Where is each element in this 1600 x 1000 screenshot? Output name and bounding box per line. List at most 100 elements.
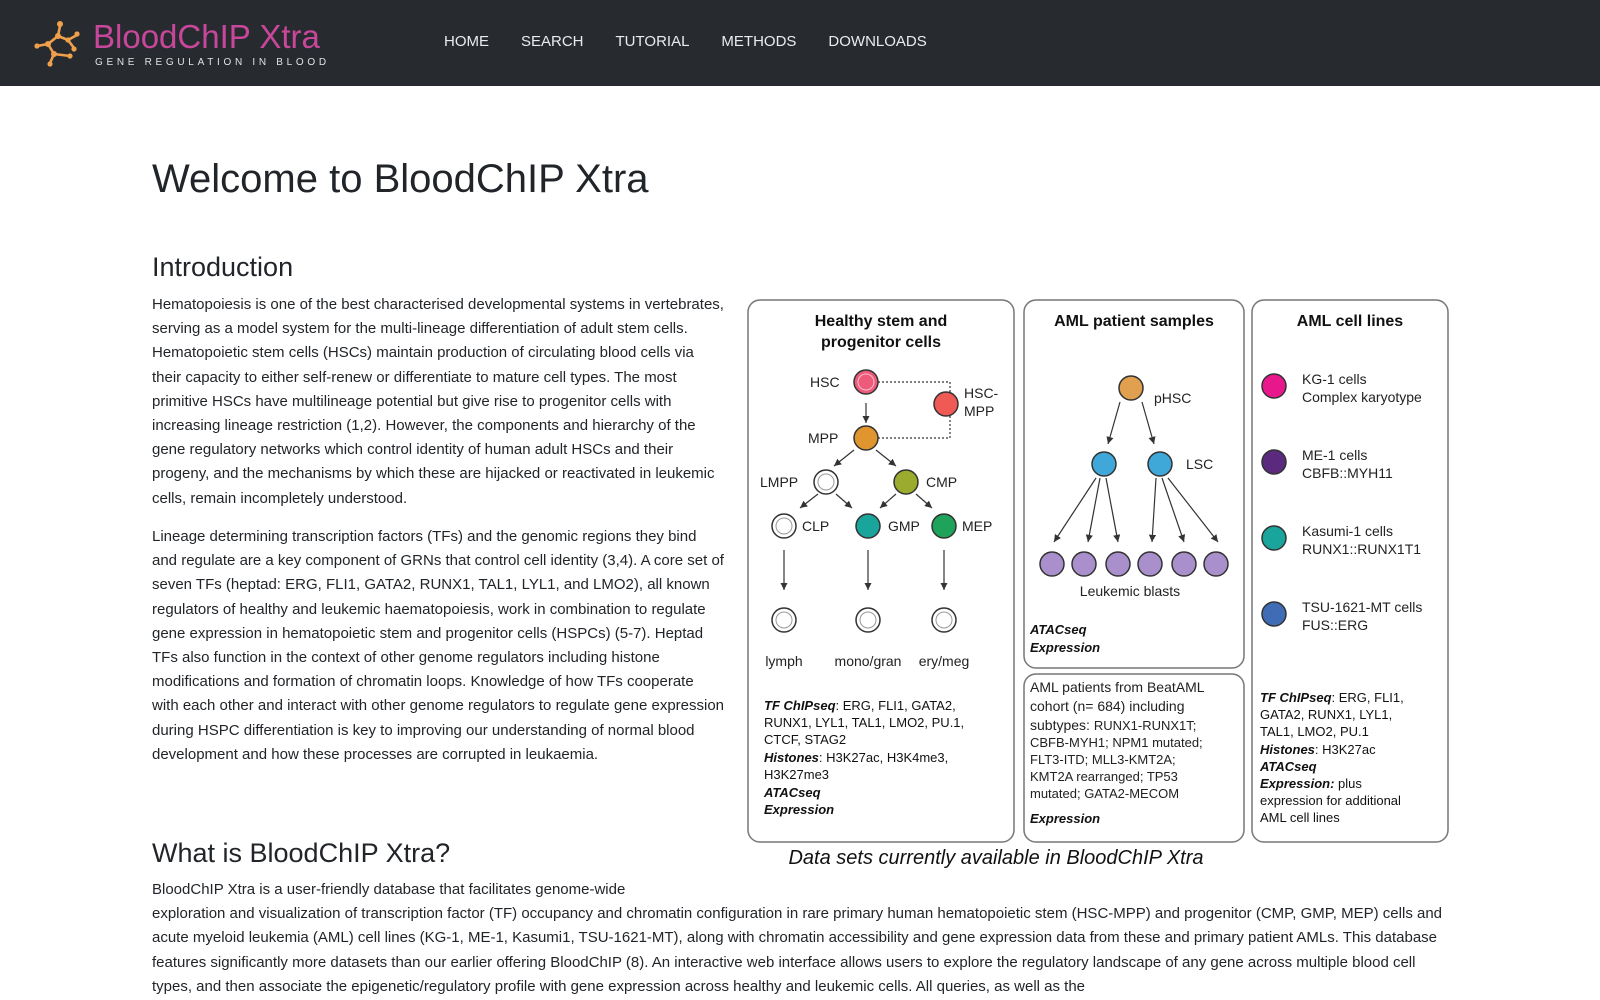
beataml-line-7: mutated; GATA2-MECOM xyxy=(1030,786,1179,801)
healthy-hist-text-1: : H3K27ac, H3K4me3, xyxy=(819,750,948,765)
network-logo-icon xyxy=(34,21,80,67)
what-is-paragraph: BloodChIP Xtra is a user-friendly databa… xyxy=(152,878,1452,999)
healthy-tf-text-3: CTCF, STAG2 xyxy=(764,732,846,747)
cl-tf-text-2: GATA2, RUNX1, LYL1, xyxy=(1260,707,1392,722)
lmpp-label: LMPP xyxy=(760,474,798,490)
beataml-line-2: cohort (n= 684) including xyxy=(1030,698,1185,714)
lsc-cell-icon-1 xyxy=(1091,451,1117,477)
cell-lines-title: AML cell lines xyxy=(1297,313,1404,330)
page-title: Welcome to BloodChIP Xtra xyxy=(152,157,649,201)
tsu1621-detail: FUS::ERG xyxy=(1302,617,1368,633)
cl-expr-text-2: expression for additional xyxy=(1260,793,1401,808)
beataml-line-6: KMT2A rearranged; TP53 xyxy=(1030,769,1178,784)
healthy-title-1: Healthy stem and xyxy=(815,313,947,330)
tsu1621-cell-icon xyxy=(1261,601,1287,627)
what-is-paragraph-rest: exploration and visualization of transcr… xyxy=(152,905,1443,995)
hsc-mpp-cell-icon xyxy=(933,391,959,417)
what-is-paragraph-lead: BloodChIP Xtra is a user-friendly databa… xyxy=(152,881,626,898)
nav-downloads[interactable]: DOWNLOADS xyxy=(828,33,927,50)
main-nav: HOME SEARCH TUTORIAL METHODS DOWNLOADS xyxy=(444,32,927,52)
healthy-hist-text-2: H3K27me3 xyxy=(764,767,829,782)
aml-patient-panel xyxy=(1023,299,1245,669)
lsc-label: LSC xyxy=(1186,456,1213,472)
navbar: BloodChIP Xtra GENE REGULATION IN BLOOD … xyxy=(0,0,1600,86)
healthy-atac: ATACseq xyxy=(763,785,821,800)
gmp-cell-icon xyxy=(855,513,881,539)
mono-gran-label: mono/gran xyxy=(835,653,902,669)
cmp-label: CMP xyxy=(926,474,957,490)
blast-cell-icon xyxy=(1137,551,1163,577)
me1-detail: CBFB::MYH11 xyxy=(1302,465,1393,481)
blast-cell-icon xyxy=(1071,551,1097,577)
tsu1621-name: TSU-1621-MT cells xyxy=(1302,599,1422,615)
beataml-line-1: AML patients from BeatAML xyxy=(1030,679,1205,695)
healthy-tf-text-2: RUNX1, LYL1, TAL1, LMO2, PU.1, xyxy=(764,715,964,730)
datasets-figure: Healthy stem and progenitor cells HSC HS… xyxy=(746,298,1450,878)
mep-label: MEP xyxy=(962,518,992,534)
svg-text:Histones: H3K27ac: Histones: H3K27ac xyxy=(1260,742,1376,757)
cell-lines-panel xyxy=(1251,299,1449,843)
intro-paragraph-2: Lineage determining transcription factor… xyxy=(152,528,725,763)
svg-text:TF ChIPseq: ERG, FLI1,: TF ChIPseq: ERG, FLI1, xyxy=(1260,690,1404,705)
healthy-tf-label: TF ChIPseq xyxy=(764,698,836,713)
blast-cell-icon xyxy=(1039,551,1065,577)
kg1-detail: Complex karyotype xyxy=(1302,389,1422,405)
beataml-line-5: FLT3-ITD; MLL3-KMT2A; xyxy=(1030,752,1176,767)
beataml-panel xyxy=(1023,673,1245,843)
aml-patient-expression: Expression xyxy=(1030,640,1100,655)
gmp-label: GMP xyxy=(888,518,920,534)
brand-logo[interactable]: BloodChIP Xtra GENE REGULATION IN BLOOD xyxy=(34,18,354,68)
lymph-label: lymph xyxy=(765,653,802,669)
cl-expr-text-1: plus xyxy=(1334,776,1362,791)
intro-paragraph-1: Hematopoiesis is one of the best charact… xyxy=(152,296,724,507)
phsc-cell-icon xyxy=(1118,375,1144,401)
me1-name: ME-1 cells xyxy=(1302,447,1367,463)
cl-tf-text-3: TAL1, LMO2, PU.1 xyxy=(1260,724,1369,739)
mpp-label: MPP xyxy=(808,430,838,446)
beataml-line-3b: RUNX1-RUNX1T; xyxy=(1094,718,1197,733)
kg1-cell-icon xyxy=(1261,373,1287,399)
lsc-cell-icon-2 xyxy=(1147,451,1173,477)
what-is-heading: What is BloodChIP Xtra? xyxy=(152,838,451,868)
cl-expr-label: Expression: xyxy=(1260,776,1334,791)
aml-patient-atac: ATACseq xyxy=(1029,622,1087,637)
cl-hist-text: : H3K27ac xyxy=(1315,742,1376,757)
figure-caption: Data sets currently available in BloodCh… xyxy=(788,847,1203,869)
cl-tf-label: TF ChIPseq xyxy=(1260,690,1332,705)
healthy-expression: Expression xyxy=(764,802,834,817)
clp-label: CLP xyxy=(802,518,829,534)
kg1-name: KG-1 cells xyxy=(1302,371,1367,387)
blast-cell-icon xyxy=(1105,551,1131,577)
svg-text:Histones: H3K27ac, H3K4me3,: Histones: H3K27ac, H3K4me3, xyxy=(764,750,948,765)
beataml-line-4: CBFB-MYH1; NPM1 mutated; xyxy=(1030,735,1203,750)
svg-text:subtypes: RUNX1-RUNX1T;: subtypes: RUNX1-RUNX1T; xyxy=(1030,717,1196,733)
nav-search[interactable]: SEARCH xyxy=(521,33,584,50)
hsc-label: HSC xyxy=(810,374,840,390)
beataml-expression: Expression xyxy=(1030,811,1100,826)
mep-cell-icon xyxy=(931,513,957,539)
svg-text:Expression: plus: Expression: plus xyxy=(1260,776,1362,791)
cl-atac: ATACseq xyxy=(1259,759,1317,774)
healthy-title-2: progenitor cells xyxy=(821,334,941,351)
kasumi1-name: Kasumi-1 cells xyxy=(1302,523,1393,539)
leukemic-blasts-label: Leukemic blasts xyxy=(1080,583,1180,599)
beataml-line-3a: subtypes: xyxy=(1030,717,1094,733)
healthy-tf-text-1: : ERG, FLI1, GATA2, xyxy=(836,698,956,713)
svg-text:TF ChIPseq: ERG, FLI1, GATA2,: TF ChIPseq: ERG, FLI1, GATA2, xyxy=(764,698,956,713)
introduction-heading: Introduction xyxy=(152,252,294,282)
aml-patient-title: AML patient samples xyxy=(1054,313,1214,330)
nav-methods[interactable]: METHODS xyxy=(721,33,797,50)
nav-tutorial[interactable]: TUTORIAL xyxy=(615,33,690,50)
hsc-mpp-label-1: HSC- xyxy=(964,385,999,401)
cl-expr-text-3: AML cell lines xyxy=(1260,810,1340,825)
ery-meg-label: ery/meg xyxy=(919,653,970,669)
cmp-cell-icon xyxy=(893,469,919,495)
blast-cell-icon xyxy=(1171,551,1197,577)
brand-name: BloodChIP Xtra xyxy=(93,18,320,55)
kasumi1-detail: RUNX1::RUNX1T1 xyxy=(1302,541,1421,557)
nav-home[interactable]: HOME xyxy=(444,33,489,50)
brand-tagline: GENE REGULATION IN BLOOD xyxy=(95,57,330,68)
kasumi1-cell-icon xyxy=(1261,525,1287,551)
me1-cell-icon xyxy=(1261,449,1287,475)
mpp-cell-icon xyxy=(853,425,879,451)
